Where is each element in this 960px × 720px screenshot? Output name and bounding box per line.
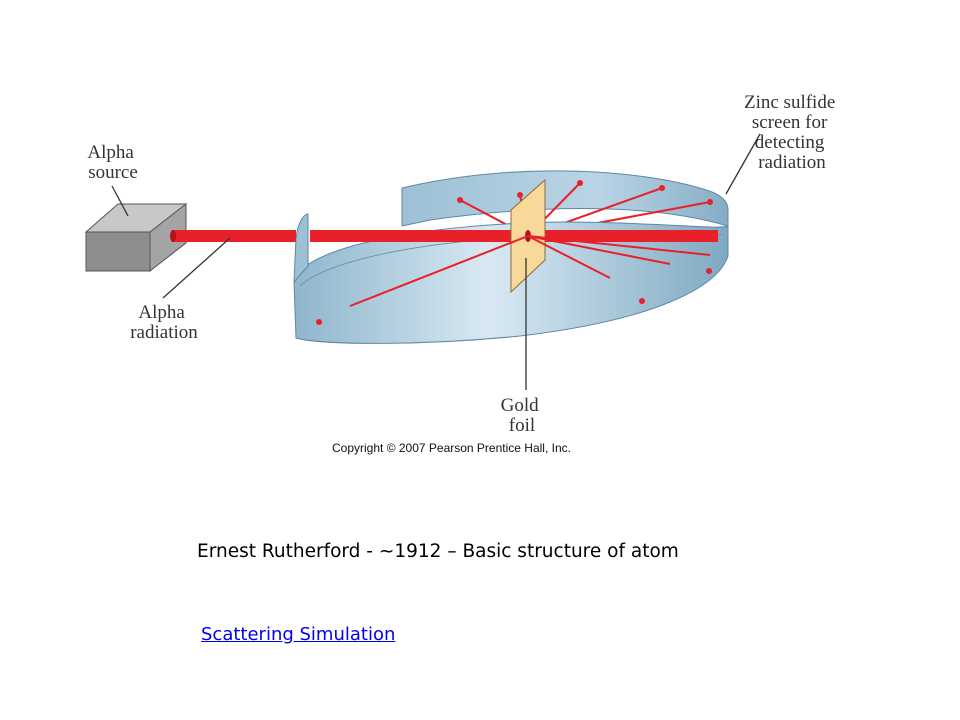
screen-left-edge (293, 213, 309, 284)
alpha-beam (170, 230, 718, 242)
slide-caption: Ernest Rutherford - ~1912 – Basic struct… (197, 541, 679, 562)
leader-lines (111, 133, 761, 390)
rutherford-experiment-diagram: Alpha source Alpha radiation Zinc sulfid… (84, 92, 840, 455)
alpha-source-box (84, 202, 188, 273)
back-hit-dots (457, 180, 713, 205)
front-scatter-rays (349, 235, 711, 307)
label-gold-foil: Gold foil (501, 395, 544, 436)
label-alpha-radiation: Alpha radiation (130, 302, 198, 343)
label-zinc-sulfide-screen: Zinc sulfide screen for detecting radiat… (744, 92, 840, 173)
copyright-notice: Copyright © 2007 Pearson Prentice Hall, … (332, 441, 571, 455)
scattering-simulation-link[interactable]: Scattering Simulation (201, 624, 396, 645)
label-alpha-source: Alpha source (87, 142, 138, 183)
front-hit-dots (316, 268, 712, 325)
